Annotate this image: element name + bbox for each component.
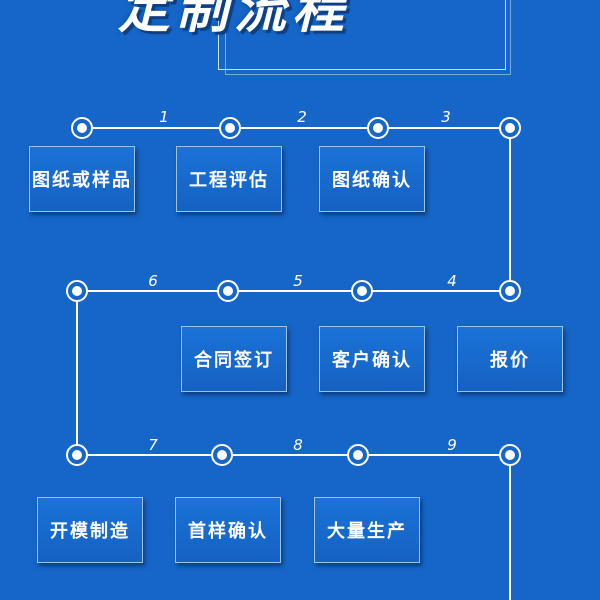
step-number-6: 6 <box>148 272 158 290</box>
flow-node-dot <box>217 450 227 460</box>
page-title: 定制流程 <box>118 0 351 40</box>
flow-node-dot <box>225 123 235 133</box>
step-box-mold-manufacturing: 开模制造 <box>37 497 143 563</box>
flow-node-dot <box>505 450 515 460</box>
flow-node-dot <box>72 286 82 296</box>
step-box-drawing-or-sample: 图纸或样品 <box>29 146 135 212</box>
step-number-3: 3 <box>441 108 451 126</box>
flow-node-dot <box>373 123 383 133</box>
step-number-9: 9 <box>447 436 457 454</box>
title-frame <box>218 0 511 75</box>
flow-node-dot <box>505 286 515 296</box>
flow-node-dot <box>223 286 233 296</box>
step-box-drawing-confirmation: 图纸确认 <box>319 146 425 212</box>
step-box-quotation: 报价 <box>457 326 563 392</box>
step-box-mass-production: 大量生产 <box>314 497 420 563</box>
flow-node-dot <box>77 123 87 133</box>
flow-node-dot <box>357 286 367 296</box>
step-box-contract-signing: 合同签订 <box>181 326 287 392</box>
step-number-7: 7 <box>148 436 158 454</box>
flow-node-dot <box>353 450 363 460</box>
step-box-customer-confirmation: 客户确认 <box>319 326 425 392</box>
step-box-first-sample-confirmation: 首样确认 <box>175 497 281 563</box>
step-number-2: 2 <box>297 108 307 126</box>
flow-node-dot <box>505 123 515 133</box>
step-number-8: 8 <box>293 436 303 454</box>
step-box-engineering-evaluation: 工程评估 <box>176 146 282 212</box>
step-number-4: 4 <box>447 272 457 290</box>
step-number-1: 1 <box>159 108 169 126</box>
flow-node-dot <box>72 450 82 460</box>
step-number-5: 5 <box>293 272 303 290</box>
